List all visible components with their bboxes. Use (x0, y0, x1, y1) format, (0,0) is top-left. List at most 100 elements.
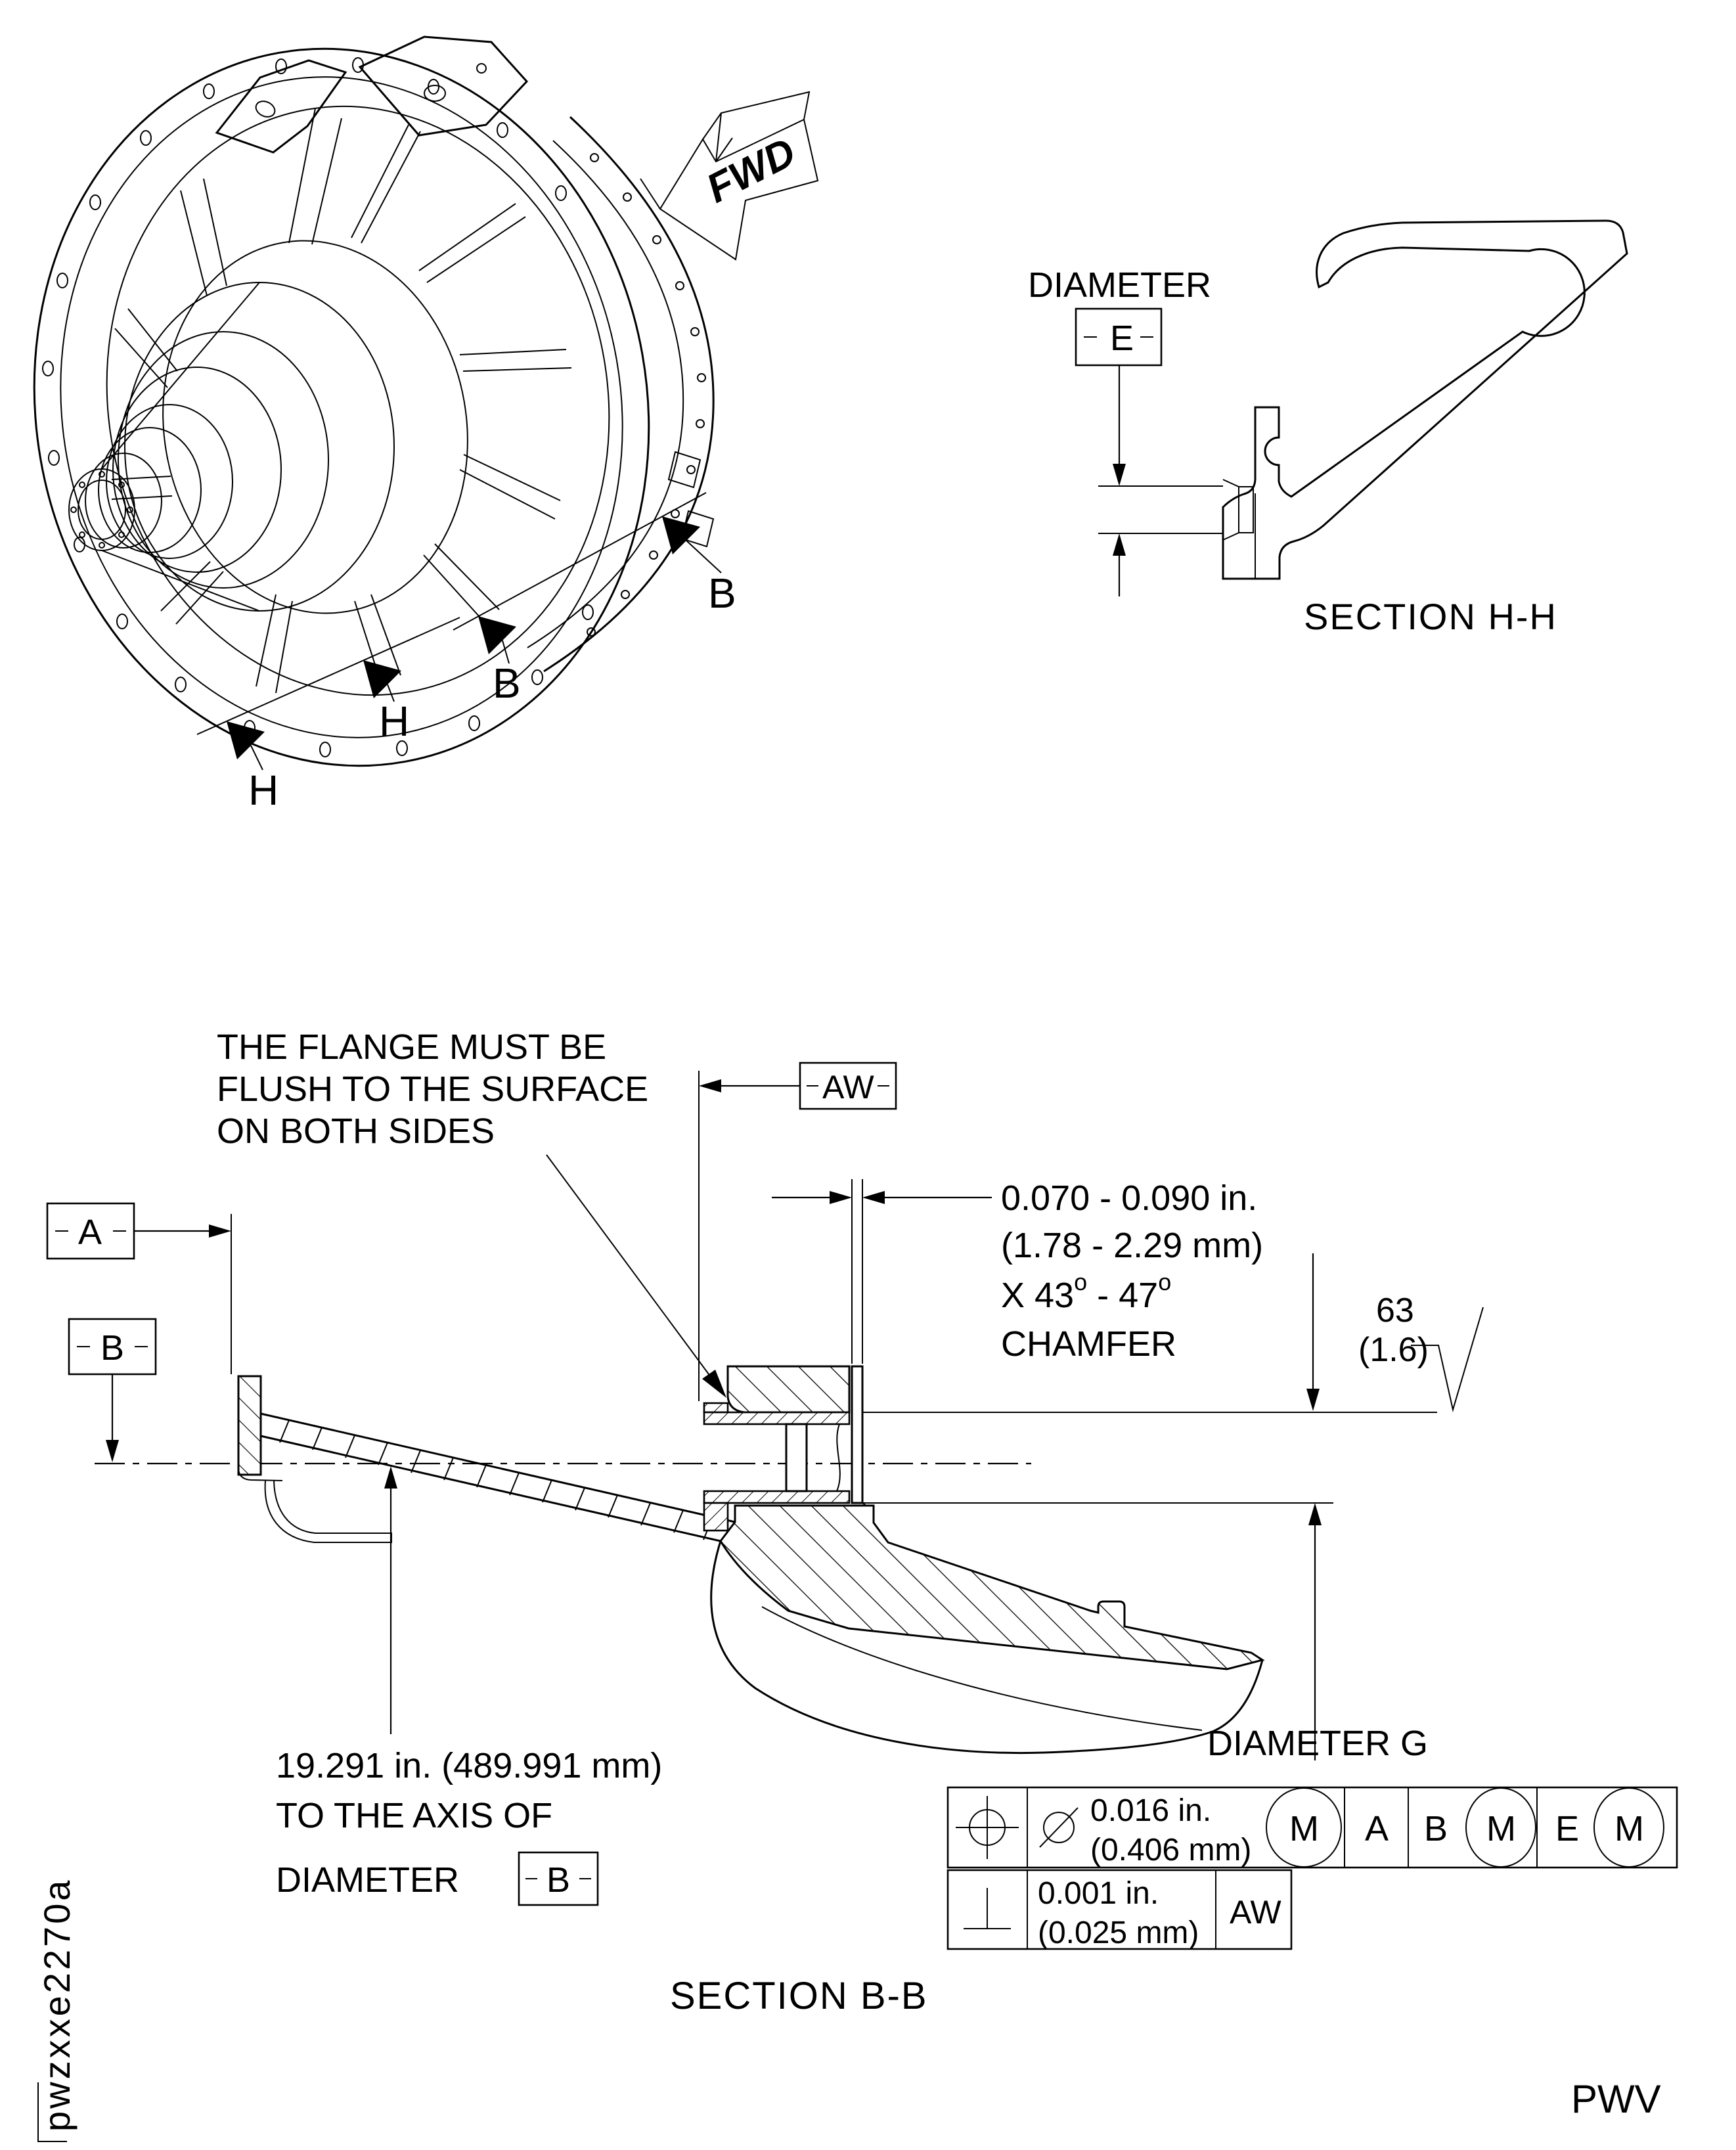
blade-edge (114, 308, 178, 388)
figure-code: pwzxxe2270a (36, 1878, 78, 2142)
axis-dim-line3: DIAMETER (276, 1860, 459, 1900)
blade-edge (180, 178, 227, 296)
blade-edge (418, 203, 526, 283)
diameter-symbol-icon (1039, 1807, 1079, 1848)
lower-silhouette (710, 1540, 1264, 1755)
fcf-datum-1: A (1365, 1809, 1389, 1848)
blade-edge (423, 543, 500, 625)
fcf-position-tolerance: 0.016 in. (1090, 1793, 1211, 1828)
surface-finish-metric: (1.6) (1358, 1331, 1429, 1369)
surface-finish-value: 63 (1376, 1291, 1414, 1330)
diameter-g-label: DIAMETER G (1207, 1724, 1428, 1763)
ring-lug (667, 451, 701, 489)
axis-dim-line1: 19.291 in. (489.991 mm) (276, 1746, 662, 1785)
axis-dimension: 19.291 in. (489.991 mm) TO THE AXIS OF D… (276, 1466, 662, 1906)
surface-finish-icon (1411, 1307, 1484, 1412)
surface-finish-callout: 63 (1.6) (1306, 1253, 1484, 1412)
chamfer-dim-line4: CHAMFER (1001, 1324, 1176, 1364)
hub-bore (78, 480, 126, 540)
feature-control-frame-position: 0.016 in. (0.406 mm) M A B M E M (946, 1786, 1678, 1869)
degree-symbol: o (1158, 1268, 1171, 1295)
outer-flange-ring-inner-edge (60, 76, 623, 738)
conical-shell (260, 1412, 736, 1542)
bolt-hole (396, 740, 408, 756)
bolt-hole (116, 614, 128, 629)
sleeve-wall-bottom (703, 1490, 851, 1504)
datum-a-callout: A (46, 1202, 231, 1260)
mounting-brackets (215, 35, 529, 154)
sleeve-foot (703, 1502, 729, 1532)
section-arrow-h2-icon (227, 721, 265, 759)
nose-bolt-holes (70, 471, 133, 549)
section-bb-title: SECTION B-B (670, 1975, 928, 2017)
bolt-hole (140, 130, 152, 146)
bolt-hole (531, 669, 543, 685)
material-modifier-circle (1465, 1787, 1536, 1868)
section-arrow-b1-icon (662, 516, 700, 554)
blade-edge (459, 454, 561, 520)
bushing-assembly (703, 1365, 874, 1532)
datum-a-label: A (78, 1213, 102, 1252)
bolt-hole-ring (42, 57, 594, 757)
section-arrow-b2-icon (478, 616, 516, 654)
bolt-hole (89, 194, 101, 210)
section-arrow-label-h1: H (379, 698, 409, 745)
chamfer-angle-mid: - 47 (1087, 1276, 1158, 1315)
fan-blades (111, 108, 572, 694)
bolt-hole (319, 742, 331, 757)
flush-note: THE FLANGE MUST BE FLUSH TO THE SURFACE … (217, 1027, 726, 1398)
chamfer-dim-line2: (1.78 - 2.29 mm) (1001, 1226, 1263, 1265)
datum-e-label: E (1110, 319, 1134, 358)
section-bb-view: THE FLANGE MUST BE FLUSH TO THE SURFACE … (46, 1027, 1678, 2017)
section-hh-view: DIAMETER E SECTION H-H (1028, 219, 1628, 637)
bolt-hole (555, 185, 567, 201)
bolt-hole (203, 83, 215, 99)
chamfer-dim-line1: 0.070 - 0.090 in. (1001, 1178, 1257, 1218)
sleeve-lip (703, 1402, 729, 1414)
blade-edge (160, 561, 224, 625)
diameter-g-dimension: DIAMETER G (1207, 1503, 1428, 1763)
retained-flange-block (726, 1365, 851, 1414)
blade-edge (288, 108, 342, 245)
fcf-datum-2: B (1424, 1809, 1448, 1848)
sleeve-wall-top (703, 1411, 851, 1425)
blade-root-ring (162, 240, 468, 614)
hh-diameter-label: DIAMETER (1028, 265, 1211, 305)
bolt-hole (468, 715, 480, 731)
chamfer-extension-lines (851, 1179, 863, 1364)
material-modifier-circle (1593, 1787, 1664, 1868)
degree-symbol: o (1074, 1268, 1087, 1295)
blade-edge (459, 349, 572, 372)
material-modifier-circle (1266, 1787, 1342, 1868)
retainer-channel (264, 1480, 392, 1543)
perpendicularity-symbol-icon (964, 1888, 1011, 1929)
hub-boss-section (719, 1504, 1265, 1670)
outer-flange-ring (33, 47, 650, 767)
fcf-position-tolerance-metric: (0.406 mm) (1090, 1833, 1251, 1868)
bolt-hole (582, 604, 594, 620)
bolt-hole (497, 122, 508, 138)
bore-break-line (836, 1423, 841, 1492)
cut-line-b (453, 492, 707, 631)
serration-notches (587, 153, 706, 637)
cone-silhouette (101, 282, 260, 612)
flange-plate (851, 1365, 864, 1504)
chamfer-angle-prefix: X 43 (1001, 1276, 1074, 1315)
position-symbol-icon (956, 1796, 1019, 1859)
cut-line-h (196, 617, 460, 735)
flush-note-arrowhead (702, 1370, 726, 1398)
fcf-perp-datum: AW (1230, 1894, 1281, 1931)
bolt-hole (56, 273, 68, 288)
flush-note-line3: ON BOTH SIDES (217, 1111, 495, 1151)
section-hh-title: SECTION H-H (1304, 596, 1557, 637)
diameter-e-dimension-arrows (1113, 365, 1126, 596)
flush-note-line1: THE FLANGE MUST BE (217, 1027, 606, 1067)
sleeve-web (785, 1423, 808, 1492)
chamfer-dimension: 0.070 - 0.090 in. (1.78 - 2.29 mm) X 43o… (772, 1178, 1263, 1364)
blade-edge (351, 124, 421, 244)
section-arrow-h1-icon (363, 660, 401, 698)
datum-b-callout: B (68, 1318, 157, 1462)
fcf-datum-3: E (1555, 1809, 1579, 1848)
section-arrow-label-b2: B (493, 660, 521, 707)
